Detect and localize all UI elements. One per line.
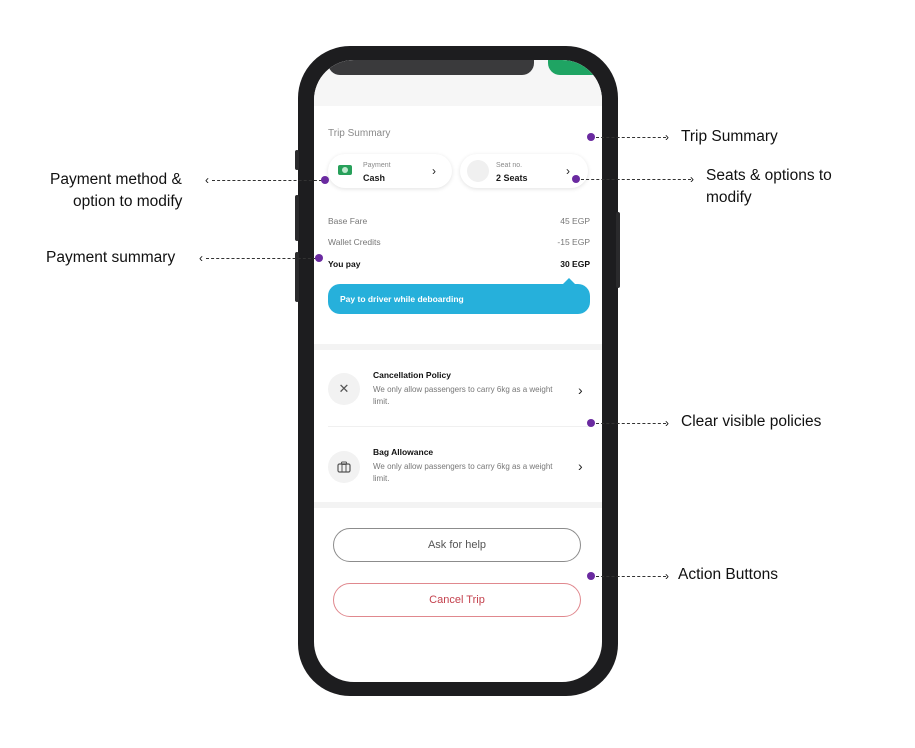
- trip-summary-title: Trip Summary: [328, 128, 391, 139]
- pay-driver-banner: Pay to driver while deboarding: [328, 278, 590, 314]
- payment-value: Cash: [363, 173, 386, 183]
- arrow-left-icon: ‹: [205, 173, 209, 187]
- fare-label: Base Fare: [328, 216, 368, 226]
- seats-value: 2 Seats: [496, 173, 528, 183]
- chevron-right-icon: ›: [432, 164, 436, 178]
- policy-description: We only allow passengers to carry 6kg as…: [373, 462, 553, 483]
- section-divider: [314, 344, 602, 350]
- arrow-right-icon: ›: [665, 569, 669, 583]
- seat-avatar-icon: [467, 160, 489, 182]
- phone-volume-down-button: [295, 252, 299, 302]
- fare-label: You pay: [328, 259, 361, 269]
- top-status-pill: [328, 60, 534, 75]
- annotation-payment-summary: Payment summary: [46, 249, 176, 266]
- annotation-seats-line1: Seats & options to: [706, 167, 832, 184]
- policy-title: Cancellation Policy: [373, 370, 451, 380]
- close-icon: ✕: [328, 373, 360, 405]
- top-green-pill: [548, 60, 602, 75]
- annotation-connector: [596, 137, 666, 138]
- policy-description: We only allow passengers to carry 6kg as…: [373, 385, 553, 406]
- seats-chip[interactable]: Seat no. 2 Seats ›: [460, 154, 588, 188]
- banner-text: Pay to driver while deboarding: [340, 294, 464, 304]
- policy-title: Bag Allowance: [373, 447, 434, 457]
- arrow-right-icon: ›: [690, 172, 694, 186]
- briefcase-svg: [337, 461, 351, 473]
- arrow-left-icon: ‹: [199, 251, 203, 265]
- annotation-seats-line2: modify: [706, 189, 752, 206]
- annotation-connector: [596, 576, 666, 577]
- phone-mute-button: [295, 150, 299, 170]
- fare-row-total: You pay 30 EGP: [328, 259, 590, 269]
- annotation-connector: [596, 423, 666, 424]
- annotation-dot: [587, 133, 595, 141]
- annotation-dot: [587, 572, 595, 580]
- fare-value: 30 EGP: [560, 259, 590, 269]
- annotation-actions: Action Buttons: [678, 566, 778, 583]
- app-screen: Trip Summary Payment Cash › Seat no. 2 S…: [314, 60, 602, 682]
- payment-label: Payment: [363, 162, 391, 169]
- annotation-connector: [581, 179, 691, 180]
- arrow-right-icon: ›: [665, 416, 669, 430]
- fare-value: 45 EGP: [560, 216, 590, 226]
- annotation-payment-line2: option to modify: [73, 193, 183, 210]
- fare-value: -15 EGP: [557, 237, 590, 247]
- annotation-dot: [315, 254, 323, 262]
- fare-label: Wallet Credits: [328, 237, 381, 247]
- cancel-trip-button[interactable]: Cancel Trip: [333, 583, 581, 617]
- briefcase-icon: [328, 451, 360, 483]
- annotation-dot: [321, 176, 329, 184]
- section-divider: [314, 502, 602, 508]
- annotation-dot: [587, 419, 595, 427]
- chevron-right-icon[interactable]: ›: [578, 382, 583, 398]
- seats-label: Seat no.: [496, 162, 523, 169]
- fare-row-base: Base Fare 45 EGP: [328, 216, 590, 226]
- top-bar: [314, 60, 602, 106]
- ask-for-help-button[interactable]: Ask for help: [333, 528, 581, 562]
- annotation-trip-summary: Trip Summary: [681, 128, 778, 145]
- phone-volume-up-button: [295, 195, 299, 241]
- annotation-connector: [206, 258, 316, 259]
- phone-power-button: [616, 212, 620, 288]
- annotation-policies: Clear visible policies: [681, 413, 822, 430]
- payment-method-chip[interactable]: Payment Cash ›: [328, 154, 452, 188]
- fare-row-wallet: Wallet Credits -15 EGP: [328, 237, 590, 247]
- annotation-dot: [572, 175, 580, 183]
- chevron-right-icon: ›: [566, 164, 570, 178]
- arrow-right-icon: ›: [665, 130, 669, 144]
- banner-tip: [562, 278, 576, 285]
- annotation-payment-line1: Payment method &: [50, 171, 182, 188]
- annotation-connector: [212, 180, 322, 181]
- chevron-right-icon[interactable]: ›: [578, 458, 583, 474]
- cash-icon: [338, 165, 352, 175]
- policy-separator: [328, 426, 590, 427]
